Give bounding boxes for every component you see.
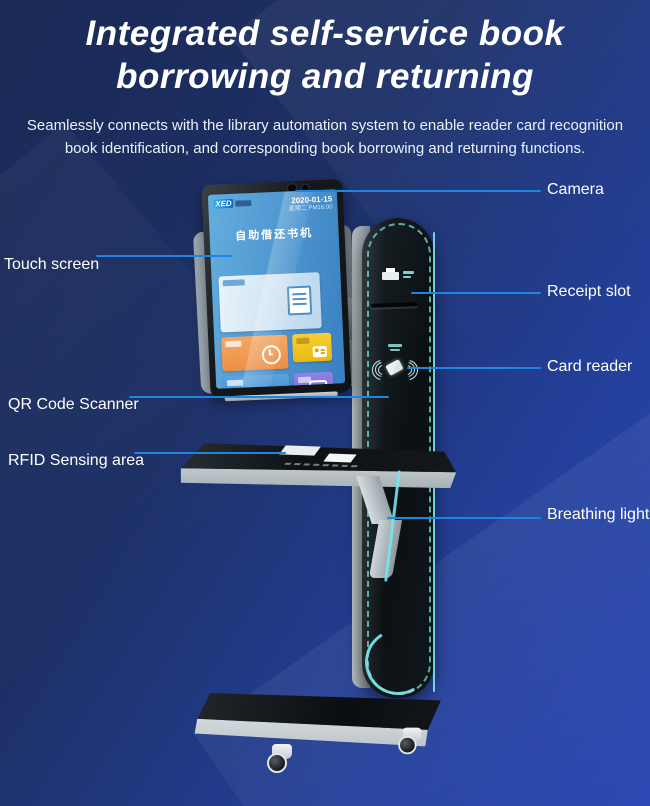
screen-tile-query xyxy=(291,332,332,363)
screen-tile-borrow xyxy=(218,272,322,333)
id-card-icon xyxy=(312,345,327,358)
page-subtitle-line2: book identification, and corresponding b… xyxy=(64,140,586,157)
tile-label-chip xyxy=(225,340,242,348)
screen-date: 2020-01-15 星期二 PM16:00 xyxy=(288,194,333,213)
screen-header: XED 2020-01-15 星期二 PM16:00 xyxy=(208,189,338,216)
page-subtitle-line1: Seamlessly connects with the library aut… xyxy=(26,117,624,134)
callout-line-touch-screen xyxy=(96,255,232,257)
screen-title: 自助借还书机 xyxy=(234,227,314,243)
tray-rim xyxy=(180,468,457,489)
caster-wheel xyxy=(267,744,292,773)
kiosk-screen: XED 2020-01-15 星期二 PM16:00 自助借还书机 xyxy=(207,189,346,389)
page-title-line1: Integrated self-service book xyxy=(85,14,565,53)
callout-label-breathing-light: Breathing light xyxy=(547,506,650,523)
callout-line-card-reader xyxy=(407,367,541,369)
tile-label-chip xyxy=(226,379,244,387)
callout-line-rfid xyxy=(134,452,286,454)
screen-tile-return xyxy=(222,373,290,389)
page-subtitle: Seamlessly connects with the library aut… xyxy=(0,114,650,160)
callout-label-camera: Camera xyxy=(547,181,604,198)
kiosk-logo: XED xyxy=(213,198,252,209)
kiosk-base xyxy=(192,682,454,774)
rfid-tray xyxy=(172,430,468,496)
caster-wheel xyxy=(398,727,422,755)
screen-tiles xyxy=(218,272,339,389)
book-icon xyxy=(287,285,313,316)
callout-line-qr-scanner xyxy=(129,396,389,398)
clock-icon xyxy=(261,344,281,365)
printer-icon xyxy=(382,268,399,281)
tile-label-chip xyxy=(222,279,245,287)
page-title-line2: borrowing and returning xyxy=(116,57,534,96)
callout-label-rfid: RFID Sensing area xyxy=(8,452,145,469)
callout-label-receipt-slot: Receipt slot xyxy=(547,283,631,300)
contactless-icon xyxy=(370,354,418,384)
callout-line-camera xyxy=(295,190,541,192)
screen-tile-renew xyxy=(221,334,289,372)
logo-cn-mark xyxy=(235,199,252,207)
logo-text: XED xyxy=(213,198,234,209)
printer-label-marks xyxy=(403,271,414,278)
card-icon xyxy=(385,359,404,376)
callout-line-breathing-light xyxy=(387,517,541,519)
screen-tile-face xyxy=(293,371,334,389)
page-title: Integrated self-service book borrowing a… xyxy=(0,12,650,98)
callout-label-card-reader: Card reader xyxy=(547,358,633,375)
face-scan-icon xyxy=(308,379,328,389)
date-subline: 星期二 PM16:00 xyxy=(288,204,333,212)
touch-screen-monitor: XED 2020-01-15 星期二 PM16:00 自助借还书机 xyxy=(201,179,352,398)
callout-label-touch-screen: Touch screen xyxy=(4,256,100,273)
qr-code-icon xyxy=(267,385,283,389)
card-reader-label-marks xyxy=(388,344,402,351)
callout-label-qr-scanner: QR Code Scanner xyxy=(8,396,139,413)
tile-label-chip xyxy=(295,337,309,345)
callout-line-receipt-slot xyxy=(411,292,541,294)
tray-printed-mark xyxy=(323,453,357,463)
